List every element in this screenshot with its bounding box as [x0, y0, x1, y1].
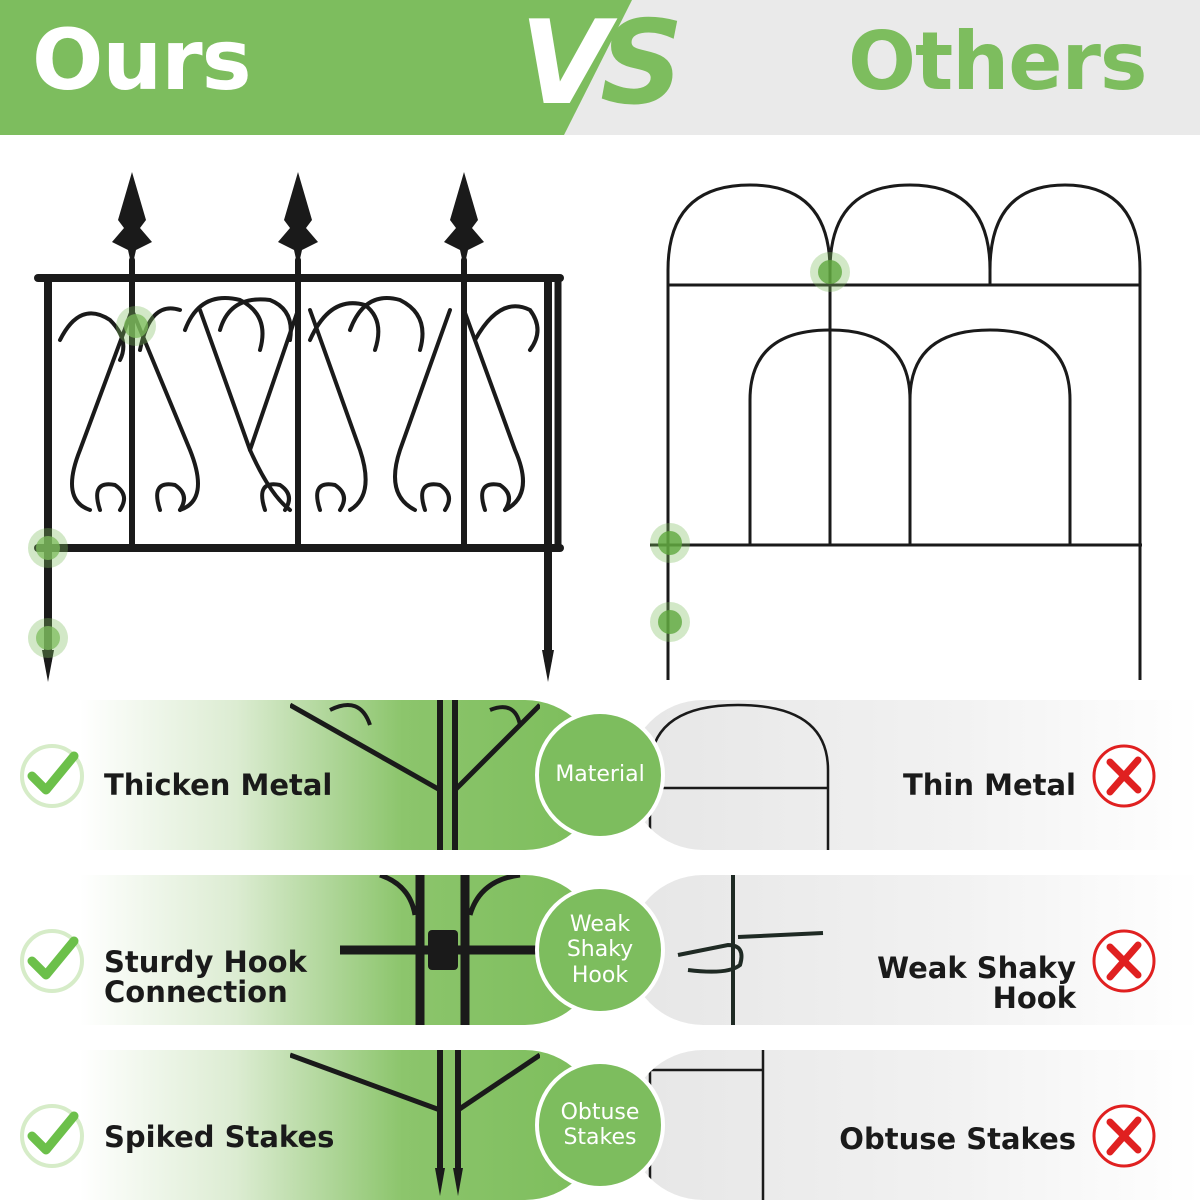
- comparison-header: Ours V S Others: [0, 0, 1200, 135]
- check-icon: [20, 744, 84, 808]
- cross-icon: [1092, 1104, 1156, 1168]
- comparison-row-hook: Weak Shaky Hook Sturdy Hook Connection W…: [0, 875, 1200, 1025]
- ours-feature-label: Spiked Stakes: [104, 1120, 335, 1154]
- vs-letter-v: V: [520, 0, 610, 131]
- row-topic-circle: Weak Shaky Hook: [535, 885, 665, 1015]
- comparison-row-stakes: Obtuse Stakes Spiked Stakes Obtuse Stake…: [0, 1050, 1200, 1200]
- ours-feature-label: Thicken Metal: [104, 768, 333, 802]
- ours-detail-panel: [80, 700, 600, 850]
- header-green-band: [0, 0, 632, 135]
- others-title: Others: [848, 15, 1148, 108]
- check-icon: [20, 929, 84, 993]
- check-icon: [20, 1104, 84, 1168]
- ours-fence-illustration: [28, 172, 564, 682]
- ours-hook-connection-photo: [340, 875, 540, 1025]
- vs-letter-s: S: [600, 0, 684, 131]
- row-topic-circle: Material: [535, 710, 665, 840]
- ours-spiked-stakes-photo: [290, 1050, 540, 1196]
- comparison-row-material: Material Thicken Metal Thin Metal: [0, 700, 1200, 850]
- ours-thick-metal-photo: [290, 700, 540, 850]
- cross-icon: [1092, 929, 1156, 993]
- others-feature-label: Weak Shaky Hook: [877, 951, 1076, 1015]
- cross-icon: [1092, 744, 1156, 808]
- others-fence-illustration: [650, 183, 1142, 680]
- ours-feature-label: Sturdy Hook Connection: [104, 945, 307, 1009]
- others-detail-panel: [628, 1050, 1200, 1200]
- ours-title: Ours: [32, 11, 252, 109]
- others-feature-label: Thin Metal: [902, 768, 1076, 802]
- ours-detail-panel: [80, 1050, 600, 1200]
- row-topic-circle: Obtuse Stakes: [535, 1060, 665, 1190]
- others-weak-hook-photo: [677, 875, 824, 1025]
- others-feature-label: Obtuse Stakes: [839, 1122, 1076, 1156]
- ours-detail-panel: [80, 875, 600, 1025]
